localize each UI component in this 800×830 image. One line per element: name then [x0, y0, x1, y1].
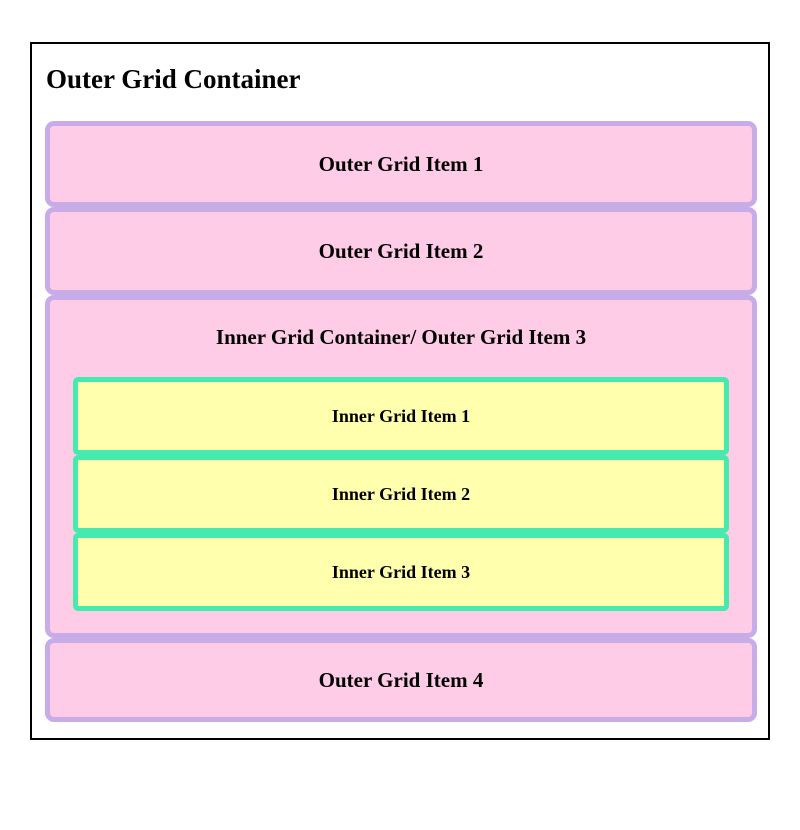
outer-grid-item-2: Outer Grid Item 2	[45, 207, 757, 296]
inner-grid-item-2-label: Inner Grid Item 2	[331, 483, 471, 504]
inner-grid-item-3-label: Inner Grid Item 3	[331, 561, 471, 582]
outer-grid-item-4-label: Outer Grid Item 4	[318, 667, 484, 692]
inner-grid-item-3: Inner Grid Item 3	[73, 533, 729, 612]
inner-grid-container-label: Inner Grid Container/ Outer Grid Item 3	[215, 325, 587, 350]
inner-grid-container: Inner Grid Container/ Outer Grid Item 3 …	[45, 295, 757, 639]
outer-grid-item-1-label: Outer Grid Item 1	[318, 151, 484, 176]
inner-grid-item-1: Inner Grid Item 1	[73, 377, 729, 456]
inner-grid: Inner Grid Item 1 Inner Grid Item 2 Inne…	[73, 377, 729, 612]
outer-grid-item-4: Outer Grid Item 4	[45, 638, 757, 723]
outer-grid-container: Outer Grid Container Outer Grid Item 1 O…	[30, 42, 770, 740]
outer-grid-item-2-label: Outer Grid Item 2	[318, 238, 484, 263]
page-title: Outer Grid Container	[46, 64, 301, 94]
inner-grid-item-2: Inner Grid Item 2	[73, 455, 729, 534]
inner-grid-item-1-label: Inner Grid Item 1	[331, 405, 471, 426]
outer-grid: Outer Grid Item 1 Outer Grid Item 2 Inne…	[45, 121, 757, 723]
outer-grid-item-1: Outer Grid Item 1	[45, 121, 757, 208]
